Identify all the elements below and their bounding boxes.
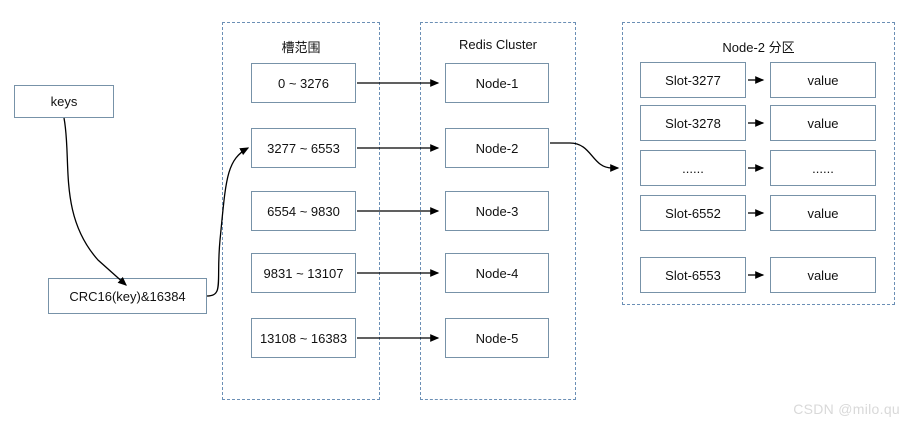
- cluster-node-box-2: Node-2: [445, 128, 549, 168]
- slot-range-box-3: 6554 ~ 9830: [251, 191, 356, 231]
- partition-slot-box-5: Slot-6553: [640, 257, 746, 293]
- partition-slot-box-4: Slot-6552: [640, 195, 746, 231]
- partition-value-box-1: value: [770, 62, 876, 98]
- partition-value-box-3: ......: [770, 150, 876, 186]
- crc16-box: CRC16(key)&16384: [48, 278, 207, 314]
- slot-range-box-1: 0 ~ 3276: [251, 63, 356, 103]
- slot-range-box-2: 3277 ~ 6553: [251, 128, 356, 168]
- node2-partition-panel: [622, 22, 895, 305]
- partition-slot-label: Slot-3278: [665, 115, 721, 131]
- cluster-node-label: Node-1: [475, 75, 519, 91]
- partition-value-label: value: [807, 267, 839, 283]
- slot-range-panel-title: 槽范围: [281, 40, 321, 55]
- partition-slot-box-2: Slot-3278: [640, 105, 746, 141]
- cluster-node-label: Node-3: [475, 203, 519, 219]
- keys-label: keys: [50, 94, 78, 109]
- slot-range-label: 6554 ~ 9830: [267, 203, 340, 219]
- partition-value-box-5: value: [770, 257, 876, 293]
- partition-slot-box-1: Slot-3277: [640, 62, 746, 98]
- cluster-node-box-3: Node-3: [445, 191, 549, 231]
- cluster-node-box-1: Node-1: [445, 63, 549, 103]
- partition-slot-label: Slot-6552: [665, 205, 721, 221]
- partition-value-box-2: value: [770, 105, 876, 141]
- partition-value-box-4: value: [770, 195, 876, 231]
- partition-value-label: value: [807, 205, 839, 221]
- partition-value-label: ......: [812, 160, 834, 176]
- cluster-node-box-5: Node-5: [445, 318, 549, 358]
- partition-slot-label: Slot-3277: [665, 72, 721, 88]
- crc16-label: CRC16(key)&16384: [69, 288, 186, 304]
- partition-value-label: value: [807, 72, 839, 88]
- redis-cluster-panel-title: Redis Cluster: [458, 37, 538, 52]
- node2-partition-panel-title: Node-2 分区: [722, 40, 795, 55]
- slot-range-label: 9831 ~ 13107: [263, 265, 344, 281]
- slot-range-box-4: 9831 ~ 13107: [251, 253, 356, 293]
- slot-range-label: 3277 ~ 6553: [267, 140, 340, 156]
- partition-slot-label: Slot-6553: [665, 267, 721, 283]
- cluster-node-label: Node-2: [475, 140, 519, 156]
- keys-box: keys: [14, 85, 114, 118]
- slot-range-label: 0 ~ 3276: [278, 75, 329, 91]
- partition-slot-box-3: ......: [640, 150, 746, 186]
- slot-range-label: 13108 ~ 16383: [259, 330, 348, 346]
- slot-range-box-5: 13108 ~ 16383: [251, 318, 356, 358]
- arrow-keys-to-crc16: [63, 117, 127, 286]
- partition-value-label: value: [807, 115, 839, 131]
- watermark: CSDN @milo.qu: [793, 401, 900, 417]
- partition-slot-label: ......: [682, 160, 704, 176]
- cluster-node-box-4: Node-4: [445, 253, 549, 293]
- cluster-node-label: Node-4: [475, 265, 519, 281]
- cluster-node-label: Node-5: [475, 330, 519, 346]
